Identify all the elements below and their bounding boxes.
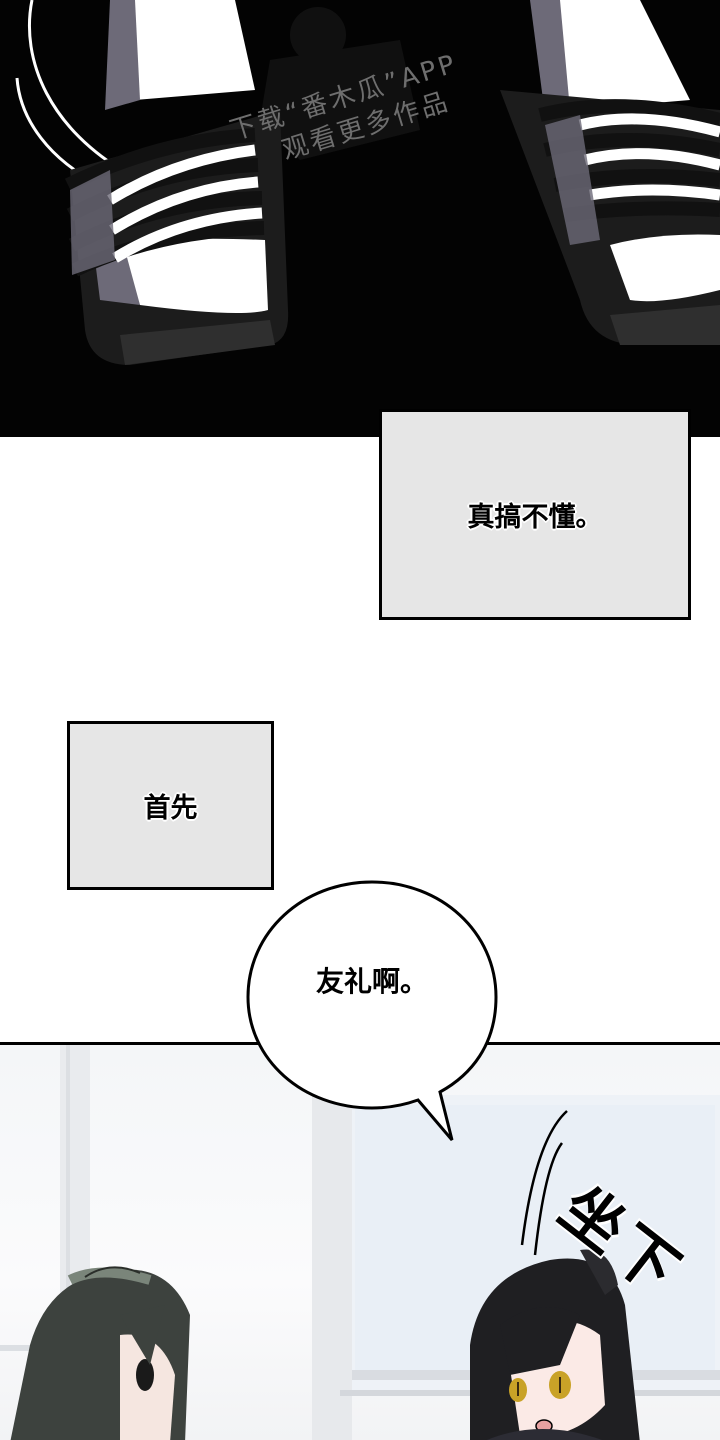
speech-bubble-text: 友礼啊。 [315,965,428,998]
panel-classroom [0,1042,720,1440]
panel-slippers: 下载“番木瓜”APP 观看更多作品 [0,0,720,437]
caption-box-1: 真搞不懂。 [379,409,691,620]
caption-text-2: 首先 [143,793,198,824]
speech-bubble: 友礼啊。 [246,880,498,1142]
slippers-illustration [15,0,720,365]
classroom-illustration [0,1045,720,1440]
caption-text-1: 真搞不懂。 [467,502,603,533]
caption-box-2: 首先 [67,721,274,890]
speech-bubble-shape [246,880,498,1141]
